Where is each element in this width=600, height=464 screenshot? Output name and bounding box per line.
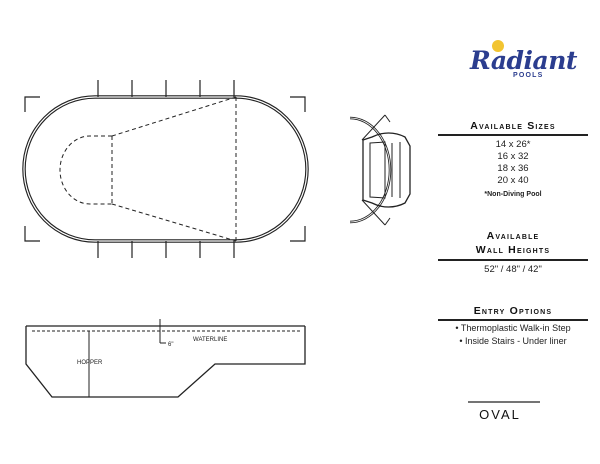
logo-sun-icon — [492, 40, 504, 52]
brand-logo: Radiant — [470, 46, 577, 75]
non-diving-note: *Non-Diving Pool — [484, 191, 542, 198]
wall-heights-values: 52" / 48" / 42" — [484, 264, 542, 275]
wall-heights-title-2: Wall Heights — [475, 244, 551, 256]
waterline-label: WATERLINE — [193, 337, 227, 343]
depth-label: 6" — [168, 342, 173, 348]
size-item: 20 x 40 — [497, 175, 529, 186]
corner-brackets — [24, 96, 306, 242]
pool-top-view — [22, 80, 309, 258]
size-item: 16 x 32 — [497, 151, 529, 162]
entry-item: • Inside Stairs - Under liner — [459, 336, 567, 346]
entry-item: • Thermoplastic Walk-in Step — [455, 323, 571, 333]
sizes-title: Available Sizes — [470, 120, 556, 132]
sizes-rule — [438, 134, 588, 136]
entry-options-rule — [438, 319, 588, 321]
brand-logo-sub: POOLS — [513, 72, 544, 79]
pool-shape-name: OVAL — [479, 407, 521, 422]
pool-outline — [22, 95, 309, 243]
buttress-posts — [97, 80, 235, 258]
hopper-outline — [59, 96, 237, 242]
size-item: 14 x 26* — [495, 139, 531, 150]
pool-cross-section — [25, 319, 306, 398]
entry-options-title: Entry Options — [473, 305, 553, 317]
hopper-label: HOPPER — [77, 360, 103, 366]
walk-in-step-view — [349, 114, 411, 226]
wall-heights-title-1: Available — [486, 230, 540, 242]
size-item: 18 x 36 — [497, 163, 529, 174]
wall-heights-rule — [438, 259, 588, 261]
